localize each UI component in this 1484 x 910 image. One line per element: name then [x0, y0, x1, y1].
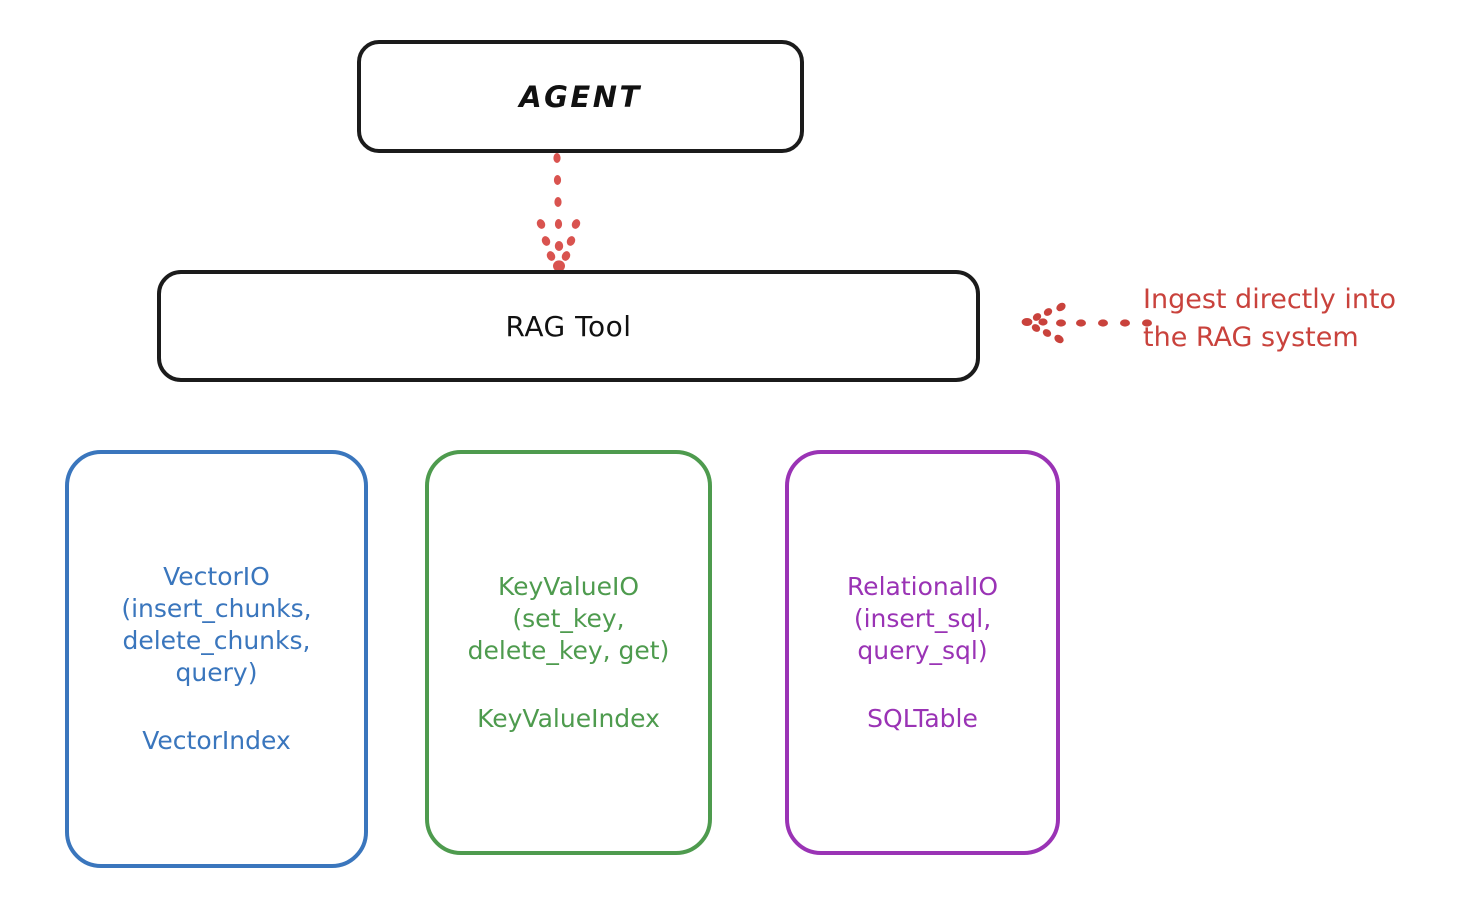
node-sql-table-label: SQLTable [867, 703, 978, 733]
node-agent-label: AGENT [519, 79, 642, 114]
node-agent[interactable]: AGENT [357, 40, 804, 153]
node-rag-tool-label: RAG Tool [505, 309, 632, 343]
node-vector-io-api-label: VectorIO (insert_chunks, delete_chunks, … [121, 562, 312, 687]
node-key-value-io[interactable]: KeyValueIO (set_key, delete_key, get) Ke… [425, 450, 712, 855]
node-vector-index-label: VectorIndex [142, 726, 291, 755]
node-vector-io[interactable]: VectorIO (insert_chunks, delete_chunks, … [65, 450, 368, 868]
node-key-value-io-api-label: KeyValueIO (set_key, delete_key, get) [467, 571, 670, 665]
connector-ingest-arrow-left [1021, 302, 1152, 344]
node-relational-io-api-label: RelationalIO (insert_sql, query_sql) [846, 571, 999, 665]
node-rag-tool[interactable]: RAG Tool [157, 270, 980, 382]
connector-agent-to-rag-tool [536, 153, 581, 272]
annotation-ingest-directly: Ingest directly into the RAG system [1143, 284, 1397, 354]
node-key-value-index-label: KeyValueIndex [477, 703, 660, 733]
node-relational-io[interactable]: RelationalIO (insert_sql, query_sql) SQL… [785, 450, 1060, 855]
